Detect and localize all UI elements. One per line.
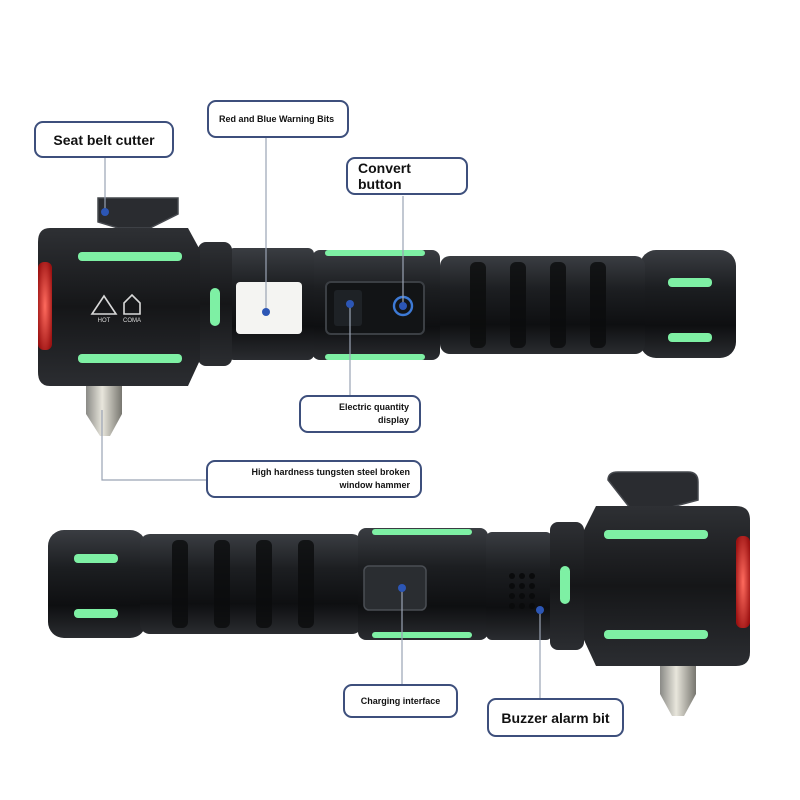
head [38, 228, 200, 386]
charging-port-cover [363, 565, 427, 611]
callout-hammer: High hardness tungsten steel broken wind… [206, 460, 422, 498]
glow-strip [74, 554, 118, 563]
marker-dot [346, 300, 354, 308]
marker-dot [101, 208, 109, 216]
warning-light [236, 282, 302, 334]
glow-strip [372, 529, 472, 535]
flashlight-bottom [48, 471, 750, 716]
flashlight-top: HOT COMA [38, 134, 736, 481]
glow-strip [668, 278, 712, 287]
marker-dot [262, 308, 270, 316]
hammer-tip [660, 666, 696, 716]
glow-strip [78, 252, 182, 261]
tail-cap [640, 250, 736, 358]
glow-strip [668, 333, 712, 342]
marker-dot [536, 606, 544, 614]
hot-engraving: HOT [98, 318, 111, 324]
glow-strip [604, 530, 708, 539]
callout-charging: Charging interface [343, 684, 458, 718]
glow-strip [210, 288, 220, 326]
glow-strip [325, 250, 425, 256]
coma-engraving: COMA [123, 318, 141, 324]
tail-cap [48, 530, 146, 638]
red-tail-light [736, 536, 750, 628]
marker-dot [399, 302, 407, 310]
hot-coma-engraving [90, 293, 141, 315]
seat-belt-cutter-shape [607, 471, 699, 509]
callout-quantity-display: Electric quantity display [299, 395, 421, 433]
glow-strip [325, 354, 425, 360]
glow-strip [560, 566, 570, 604]
quantity-display-screen [334, 290, 362, 326]
glow-strip [74, 609, 118, 618]
head [584, 506, 750, 666]
red-tail-light [38, 262, 52, 350]
callout-warning-bits: Red and Blue Warning Bits [207, 100, 349, 138]
callout-buzzer: Buzzer alarm bit [487, 698, 624, 737]
glow-strip [78, 354, 182, 363]
marker-dot [398, 584, 406, 592]
glow-strip [604, 630, 708, 639]
callout-convert-button: Convert button [346, 157, 468, 195]
seat-belt-cutter-shape [97, 197, 179, 229]
buzzer-grille [509, 573, 535, 609]
callout-seat-belt-cutter: Seat belt cutter [34, 121, 174, 158]
hammer-tip [86, 386, 122, 436]
glow-strip [372, 632, 472, 638]
